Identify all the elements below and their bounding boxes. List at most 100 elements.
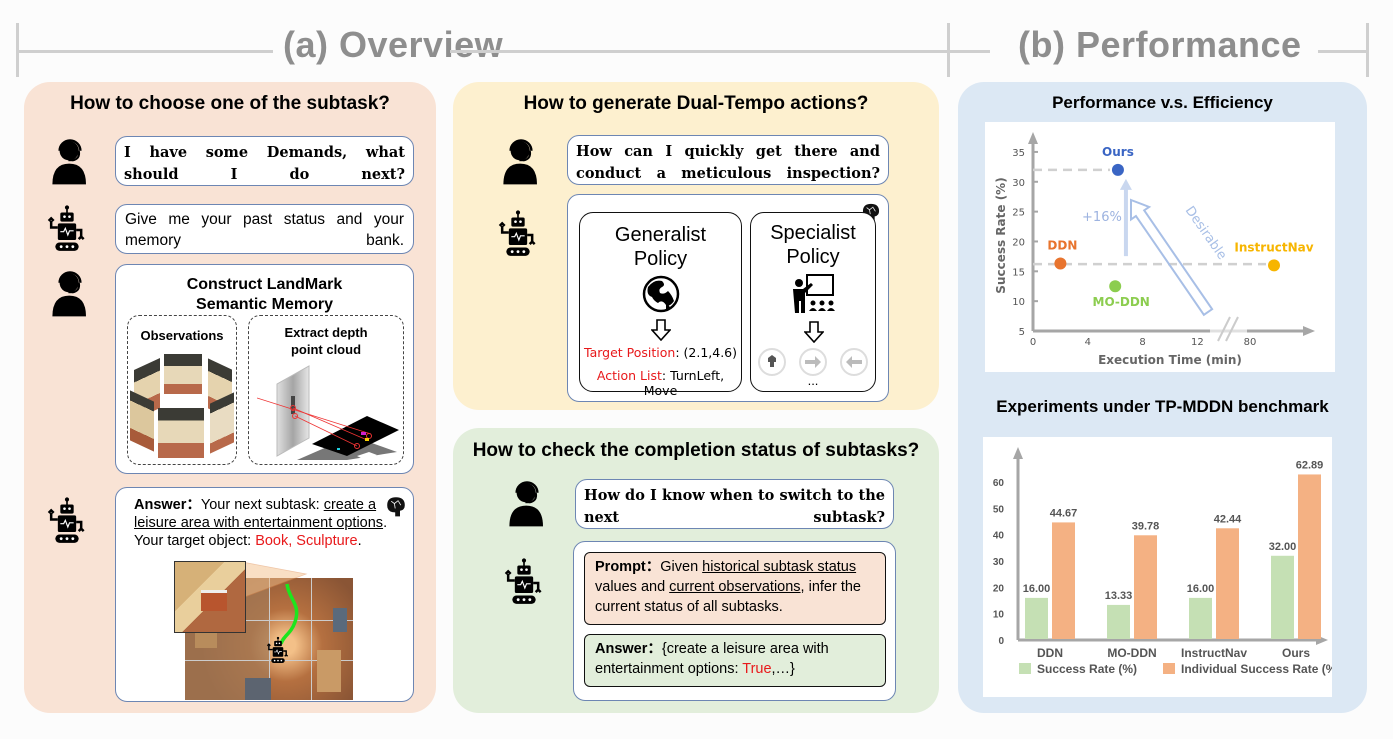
completion-status-panel: How to check the completion status of su… <box>453 428 939 713</box>
subtask-panel-title: How to choose one of the subtask? <box>70 93 390 114</box>
action-list-line: Action List: TurnLeft, Move <box>596 368 725 398</box>
robot-message-text: Give me your past status and your memory… <box>125 211 404 249</box>
prompt-answer-container: Prompt：Given historical subtask status v… <box>573 541 896 701</box>
action-button-forward <box>758 348 786 376</box>
bar-value-label: 16.00 <box>1023 583 1051 595</box>
bar-value-label: 16.00 <box>1187 583 1215 595</box>
specialist-policy-title: Specialist Policy <box>770 222 856 268</box>
y-tick-label: 60 <box>993 478 1005 489</box>
robot-on-map-icon <box>266 636 290 666</box>
bar-chart: 010203040506016.0044.67DDN13.3339.78MO-D… <box>993 447 1340 676</box>
legend-swatch-individual-success-rate <box>1163 663 1175 674</box>
bar-value-label: 44.67 <box>1050 507 1078 519</box>
inset-observation-image <box>174 561 246 633</box>
data-point-ours <box>1111 163 1124 176</box>
data-point-mo-ddn <box>1109 280 1122 293</box>
y-axis-arrow <box>1013 447 1023 459</box>
down-arrow-icon <box>651 319 671 341</box>
specialist-policy-box: Specialist Policy ... <box>750 212 876 392</box>
y-axis-arrow <box>1028 132 1038 144</box>
observation-image-left2 <box>130 390 154 452</box>
down-arrow-icon <box>804 321 824 343</box>
move-forward-icon <box>768 355 776 367</box>
action-button-left <box>840 348 868 376</box>
point-label-mo-ddn: MO-DDN <box>1093 295 1150 309</box>
desirable-arrow <box>1129 198 1214 317</box>
teacher-icon <box>793 274 835 313</box>
path-trajectory <box>279 583 299 645</box>
subtask-selection-panel: How to choose one of the subtask? I have… <box>24 82 436 713</box>
y-tick-label: 20 <box>993 583 1005 594</box>
bar-ours-individual-success-rate <box>1298 474 1321 639</box>
x-axis-label: Execution Time (min) <box>1098 353 1242 367</box>
robot-icon <box>497 210 539 260</box>
x-tick-label: 80 <box>1244 337 1257 348</box>
bar-instructnav-success-rate <box>1189 597 1212 639</box>
scatter-chart-title: Performance v.s. Efficiency <box>1052 93 1273 112</box>
x-category-label: InstructNav <box>1181 646 1247 660</box>
x-category-label: DDN <box>1037 646 1063 660</box>
header-right-tick <box>1366 23 1369 77</box>
robot-icon <box>46 205 88 255</box>
desirable-arrow-shape <box>1129 198 1214 317</box>
y-tick-label: 10 <box>993 610 1005 621</box>
desirable-label: Desirable <box>1182 204 1230 263</box>
observations-label: Observations <box>140 328 224 343</box>
bar-value-label: 13.33 <box>1105 590 1133 602</box>
bar-instructnav-individual-success-rate <box>1216 528 1239 639</box>
generalist-policy-box: Generalist Policy Target Position: (2.1,… <box>579 212 742 398</box>
legend-swatch-success-rate <box>1019 663 1031 674</box>
y-tick-label: 30 <box>993 557 1005 568</box>
depth-point-cloud-box: Extract depth point cloud <box>248 315 404 465</box>
point-cloud-illustration <box>257 365 399 460</box>
bar-ddn-success-rate <box>1025 597 1048 639</box>
bar-value-label: 62.89 <box>1296 459 1324 471</box>
user-message-bubble: How do I know when to switch to the next… <box>575 479 894 529</box>
policy-container: Generalist Policy Target Position: (2.1,… <box>567 194 889 402</box>
improvement-label: +16% <box>1082 210 1122 225</box>
dual-tempo-panel-title: How to generate Dual-Tempo actions? <box>523 93 869 114</box>
bar-mo-ddn-success-rate <box>1107 604 1130 639</box>
y-tick-label: 40 <box>993 531 1005 542</box>
completion-panel-title: How to check the completion status of su… <box>472 440 920 461</box>
x-tick-label: 12 <box>1191 337 1204 348</box>
observation-image-right2 <box>210 392 234 454</box>
point-label-ours: Ours <box>1102 145 1134 159</box>
turn-left-icon <box>846 356 862 368</box>
bar-value-label: 32.00 <box>1269 541 1297 553</box>
user-message-text: How do I know when to switch to the next… <box>584 487 885 526</box>
user-message-text: How can I quickly get there and conduct … <box>576 143 880 182</box>
x-category-label: Ours <box>1282 646 1310 660</box>
axis-break-mark <box>1217 316 1231 342</box>
x-tick-label: 4 <box>1085 337 1091 348</box>
target-position-line: Target Position: (2.1,4.6) <box>584 345 737 360</box>
x-tick-label: 8 <box>1139 337 1145 348</box>
data-point-instructnav <box>1268 259 1280 272</box>
target-objects: Book, Sculpture <box>255 533 358 549</box>
robot-icon <box>46 497 88 547</box>
legend-label-success-rate: Success Rate (%) <box>1037 662 1137 676</box>
user-headset-icon <box>507 480 547 528</box>
y-tick-label: 20 <box>1012 237 1025 248</box>
bar-mo-ddn-individual-success-rate <box>1134 535 1157 639</box>
header-line-left <box>17 50 273 53</box>
bar-value-label: 42.44 <box>1214 513 1242 525</box>
user-headset-icon <box>50 270 90 318</box>
prompt-box: Prompt：Given historical subtask status v… <box>584 552 886 625</box>
y-axis-label: Success Rate (%) <box>994 177 1008 293</box>
more-actions-ellipsis: ... <box>807 373 819 388</box>
performance-section-title: (b) Performance <box>1018 24 1302 65</box>
depth-label: Extract depth point cloud <box>284 325 368 357</box>
robot-icon <box>503 558 545 608</box>
y-tick-label: 30 <box>1012 178 1025 189</box>
bar-chart-title: Experiments under TP-MDDN benchmark <box>996 397 1329 416</box>
status-value: True <box>742 661 772 677</box>
user-headset-icon <box>501 138 541 186</box>
point-label-ddn: DDN <box>1047 239 1077 253</box>
y-tick-label: 10 <box>1012 297 1025 308</box>
observation-image-top <box>164 354 202 394</box>
observations-box: Observations <box>127 315 237 465</box>
